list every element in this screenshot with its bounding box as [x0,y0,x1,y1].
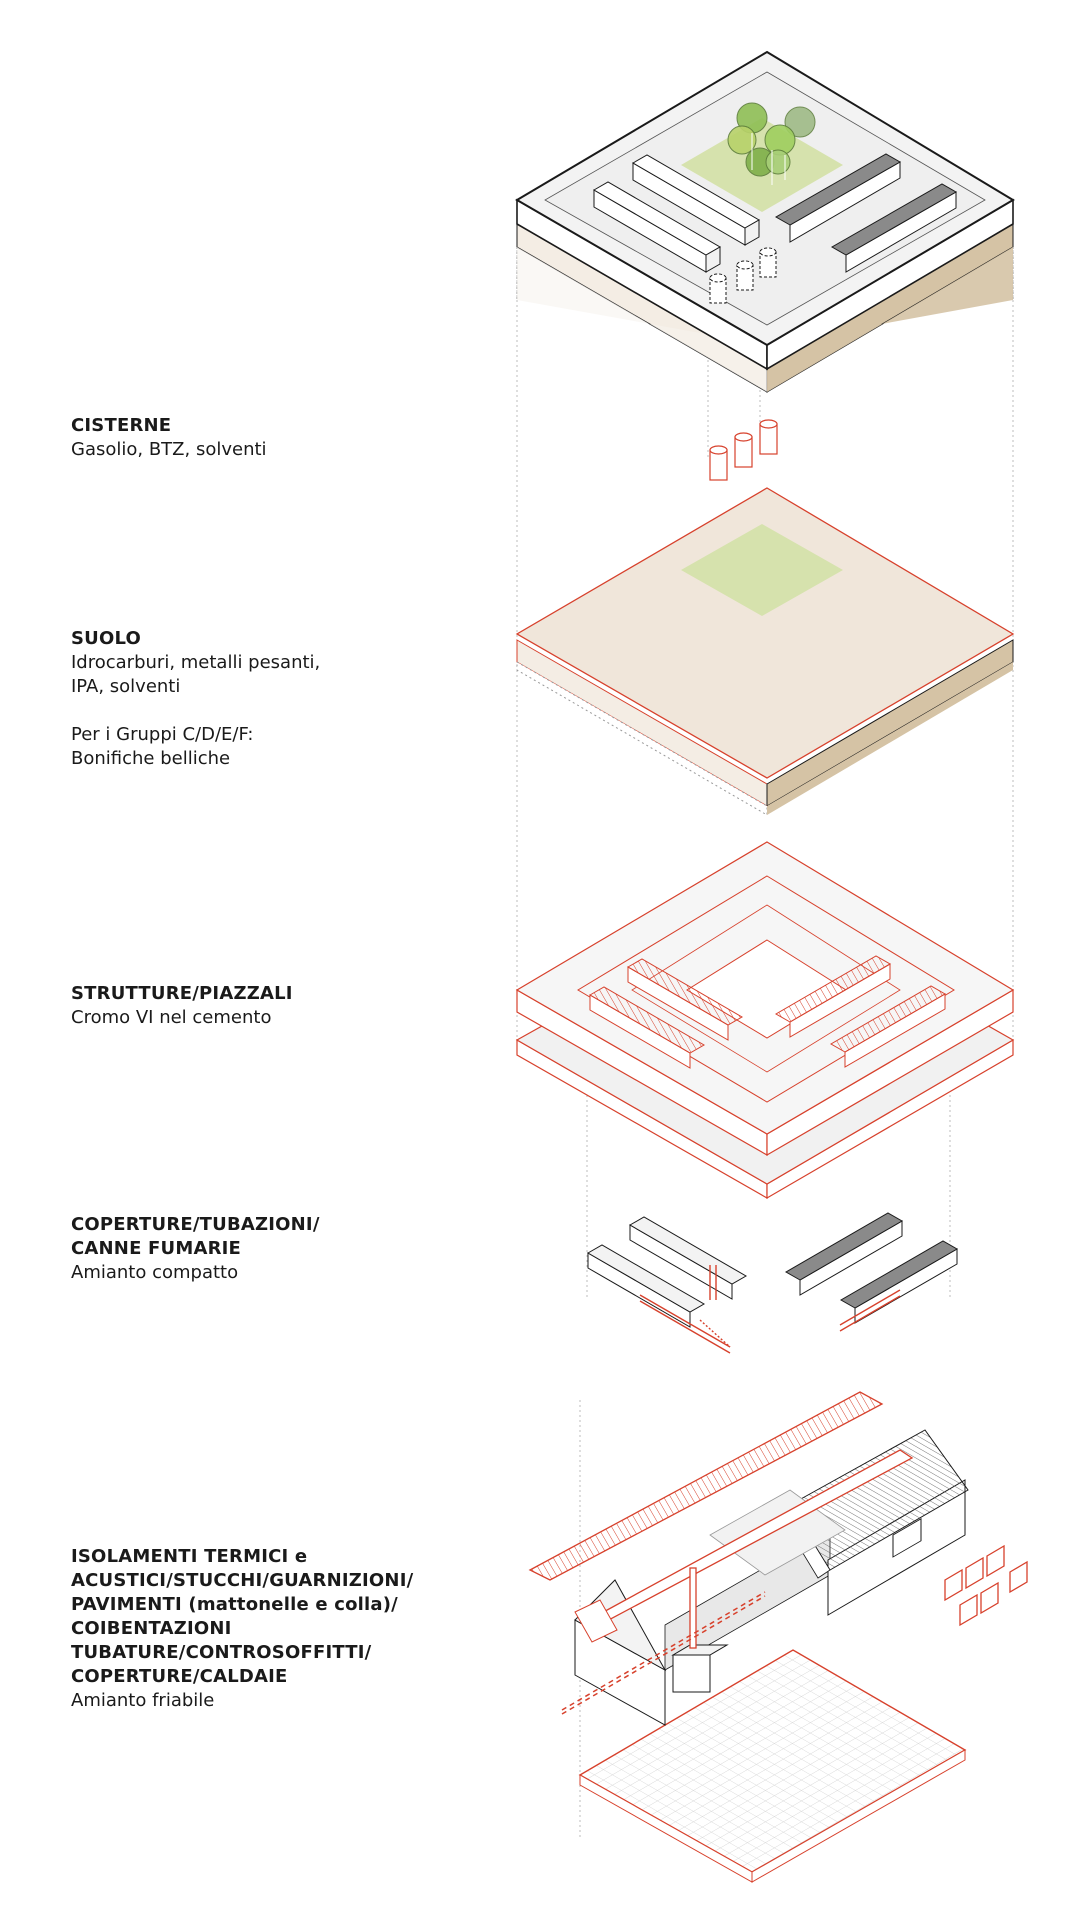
shed-frame [588,955,947,1069]
shed [774,153,902,243]
layer-strutture-piazzali [515,841,1015,1200]
layer-isolamenti-building [528,1391,1028,1883]
layer-description: Cromo VI nel cemento [71,1007,272,1028]
layer-title: STRUTTURE/PIAZZALI [71,983,293,1004]
layer-cisterne-tanks [709,419,778,481]
layer-title: CANNE FUMARIE [71,1238,242,1259]
label-coperture: COPERTURE/TUBAZIONI/ CANNE FUMARIE Amian… [71,1213,451,1285]
layer-title: COPERTURE/TUBAZIONI/ [71,1214,320,1235]
layer-site-overview [515,50,1015,393]
layer-description: Amianto friabile [71,1690,215,1711]
layer-title: TUBATURE/CONTROSOFFITTI/ [71,1642,372,1663]
layer-description: Idrocarburi, metalli pesanti, [71,652,321,673]
layer-coperture-roofs [586,1212,959,1354]
layer-title: ISOLAMENTI TERMICI e [71,1546,308,1567]
layer-title: PAVIMENTI (mattonelle e colla)/ [71,1594,398,1615]
layer-note: Per i Gruppi C/D/E/F: [71,724,254,745]
layer-note: Bonifiche belliche [71,748,231,769]
label-suolo: SUOLO Idrocarburi, metalli pesanti, IPA,… [71,627,451,771]
layer-description: IPA, solventi [71,676,181,697]
tile-set [944,1544,1028,1627]
tree-cluster [727,102,816,185]
label-isolamenti: ISOLAMENTI TERMICI e ACUSTICI/STUCCHI/GU… [71,1545,491,1713]
shed [631,154,761,246]
layer-description: Amianto compatto [71,1262,239,1283]
shed [830,183,958,273]
layer-title: COPERTURE/CALDAIE [71,1666,288,1687]
tank-small [709,247,777,304]
layer-title: SUOLO [71,628,142,649]
label-cisterne: CISTERNE Gasolio, BTZ, solventi [71,414,451,462]
layer-title: CISTERNE [71,415,172,436]
layer-title: COIBENTAZIONI [71,1618,232,1639]
layer-description: Gasolio, BTZ, solventi [71,439,267,460]
shed [592,181,722,273]
layer-suolo-soil [515,487,1015,816]
layer-title: ACUSTICI/STUCCHI/GUARNIZIONI/ [71,1570,414,1591]
label-strutture: STRUTTURE/PIAZZALI Cromo VI nel cemento [71,982,451,1030]
